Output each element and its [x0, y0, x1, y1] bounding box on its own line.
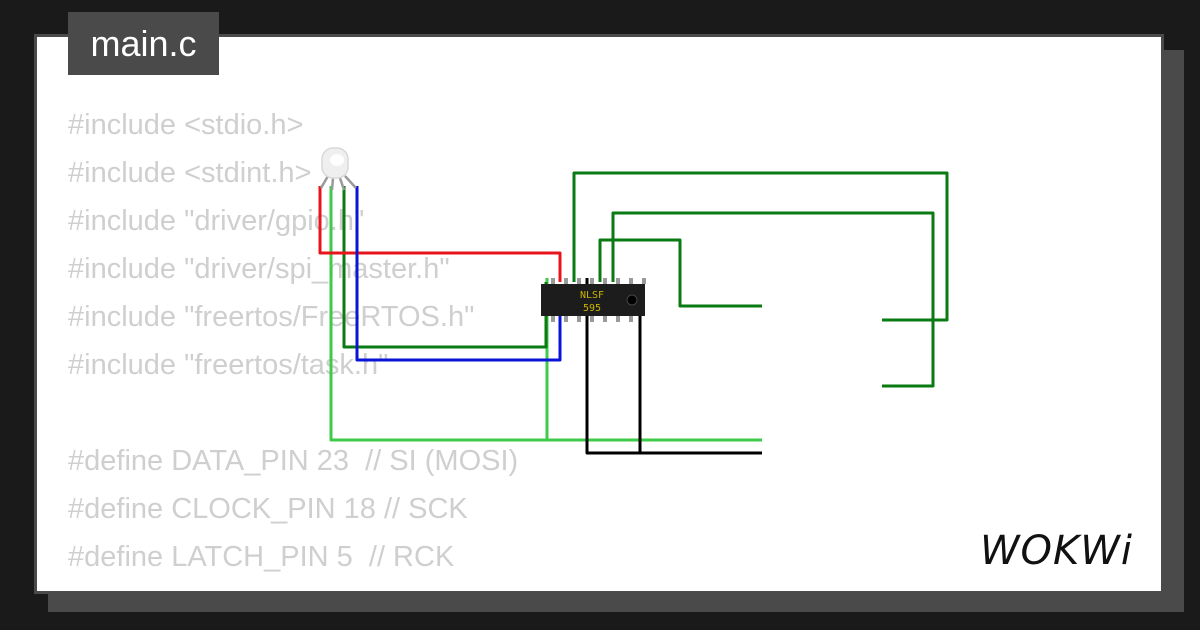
code-line: #include "freertos/FreeRTOS.h" [68, 301, 475, 333]
wire-red[interactable] [318, 186, 562, 282]
wokwi-logo: WOKWi [980, 528, 1133, 574]
code-line: #include "driver/gpio.h" [68, 205, 365, 237]
code-line: #define DATA_PIN 23 // SI (MOSI) [68, 445, 519, 477]
code-line: #define CLOCK_PIN 18 // SCK [68, 493, 468, 525]
wire-dark-green[interactable] [342, 186, 548, 349]
code-editor[interactable]: #include <stdio.h> #include <stdint.h> #… [68, 101, 518, 581]
wire-light-green[interactable] [329, 186, 762, 442]
file-tab-main-c[interactable]: main.c [68, 12, 219, 75]
wire-dark-green[interactable] [572, 171, 949, 322]
wire-blue[interactable] [355, 186, 562, 362]
wire-dark-green[interactable] [598, 238, 762, 308]
rgb-led[interactable] [319, 147, 357, 191]
chip-label-line1: NLSF [580, 290, 604, 301]
wokwi-logo-text: WOKWi [980, 528, 1133, 574]
code-line: #define LATCH_PIN 5 // RCK [68, 541, 455, 573]
chip-label-line2: 595 [583, 303, 601, 314]
wire-dark-green[interactable] [611, 211, 935, 388]
wire-black[interactable] [585, 278, 762, 455]
shift-register-chip[interactable]: NLSF 595 [541, 278, 646, 322]
code-line: #include "driver/spi_master.h" [68, 253, 450, 285]
code-line: #include <stdio.h> [68, 109, 304, 141]
code-line: #include "freertos/task.h" [68, 349, 389, 381]
code-line: #include <stdint.h> [68, 157, 312, 189]
